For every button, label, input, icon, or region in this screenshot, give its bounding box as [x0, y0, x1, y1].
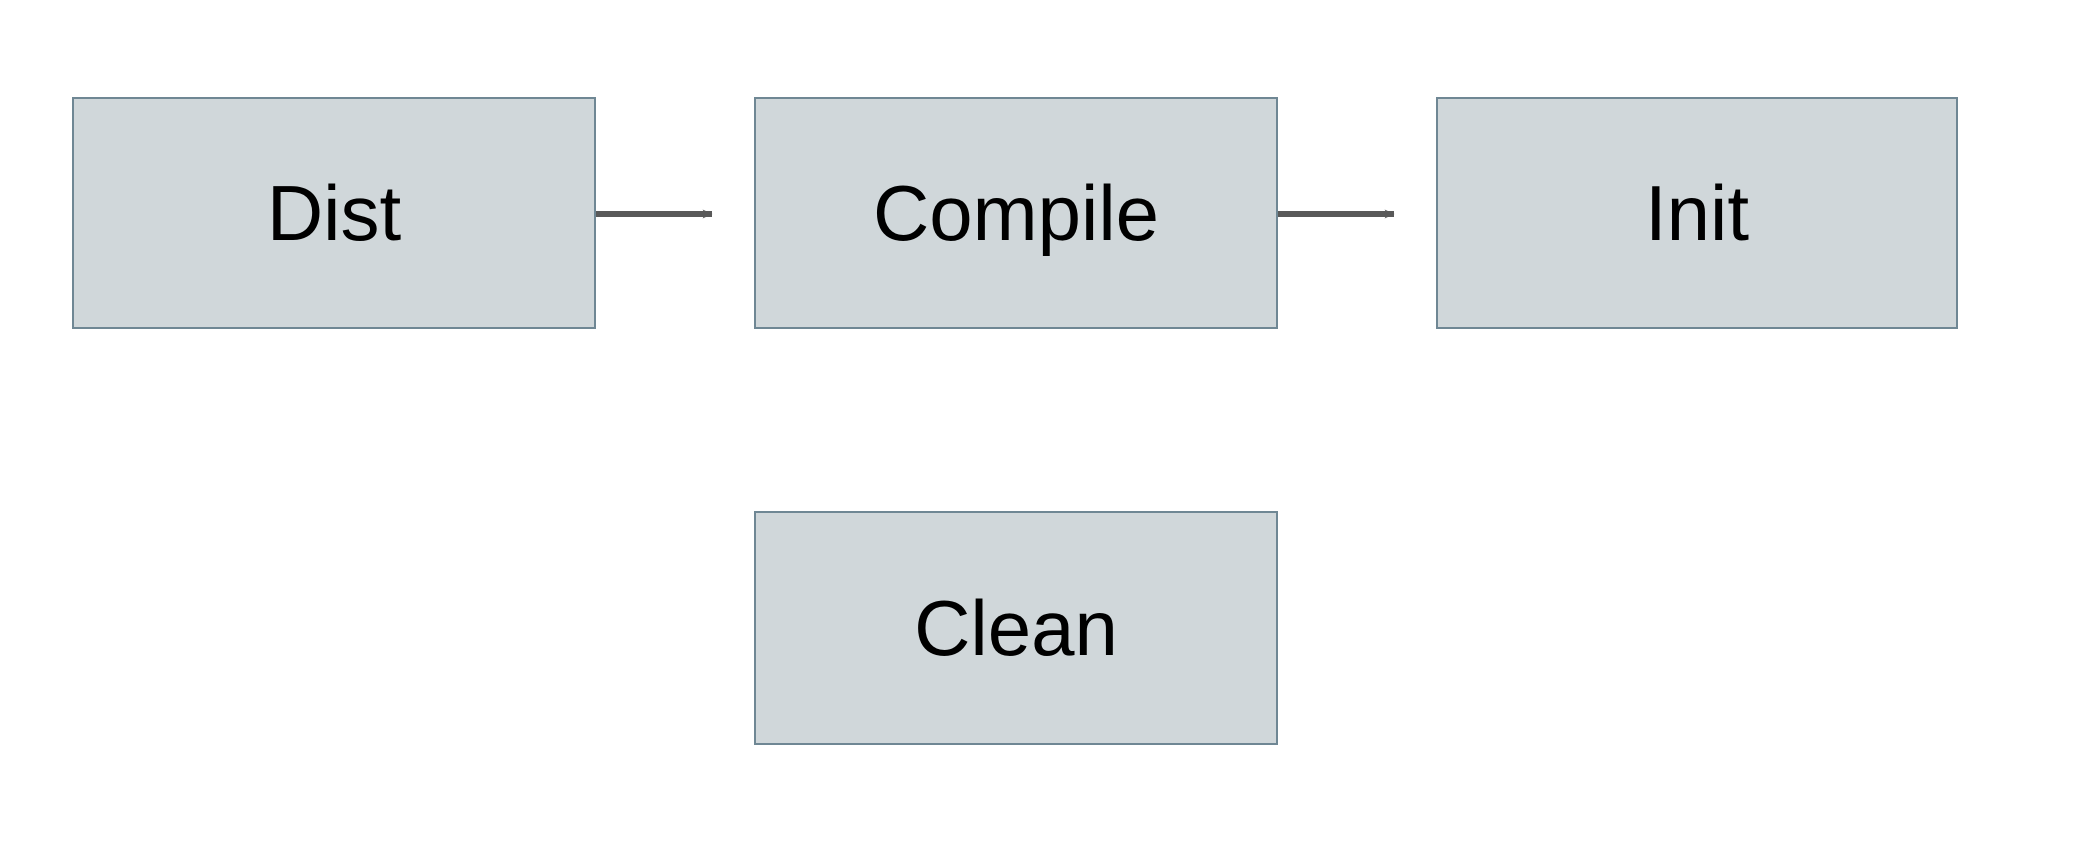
node-dist[interactable]: Dist — [72, 97, 596, 329]
node-init[interactable]: Init — [1436, 97, 1958, 329]
node-dist-label: Dist — [266, 169, 402, 257]
node-compile[interactable]: Compile — [754, 97, 1278, 329]
node-clean-label: Clean — [914, 584, 1118, 672]
edge-dist-compile-hit[interactable] — [596, 192, 754, 236]
edge-compile-init-hit[interactable] — [1278, 192, 1436, 236]
node-init-label: Init — [1644, 169, 1750, 257]
node-compile-label: Compile — [872, 169, 1160, 257]
node-clean[interactable]: Clean — [754, 511, 1278, 745]
